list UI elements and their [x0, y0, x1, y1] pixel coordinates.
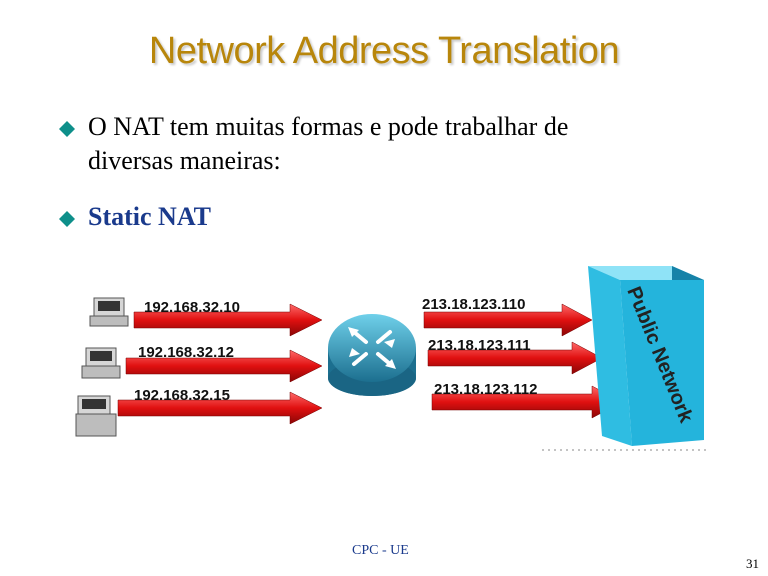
footer-text: CPC - UE [352, 543, 409, 558]
bullet-1-line-1: O NAT tem muitas formas e pode trabalhar… [88, 112, 569, 141]
arrow-left-1 [133, 303, 323, 337]
page-number: 31 [746, 556, 759, 571]
private-ip-2: 192.168.32.12 [138, 344, 234, 361]
private-ip-3: 192.168.32.15 [134, 387, 230, 404]
slide-title: Network Address Translation [148, 30, 620, 72]
static-nat-diagram: 192.168.32.10 192.168.32.12 192.168.32.1… [75, 266, 708, 451]
bullet-2-static-nat: Static NAT [88, 202, 212, 231]
diamond-bullet-icon [59, 121, 75, 137]
public-ip-1: 213.18.123.110 [422, 296, 525, 313]
computer-icon [75, 395, 117, 437]
private-ip-1: 192.168.32.10 [144, 299, 240, 316]
public-ip-2: 213.18.123.111 [428, 337, 531, 354]
router-icon [328, 314, 416, 396]
computer-icon [89, 297, 129, 327]
bullet-1-line-2: diversas maneiras: [88, 146, 281, 175]
arrow-right-2 [427, 341, 603, 375]
arrow-left-3 [117, 391, 323, 425]
diamond-bullet-icon [59, 211, 75, 227]
arrow-right-1 [423, 303, 593, 337]
public-ip-3: 213.18.123.112 [434, 381, 537, 398]
public-network-block: Public Network [588, 266, 704, 446]
arrow-left-2 [125, 349, 323, 383]
computer-icon [81, 347, 121, 379]
